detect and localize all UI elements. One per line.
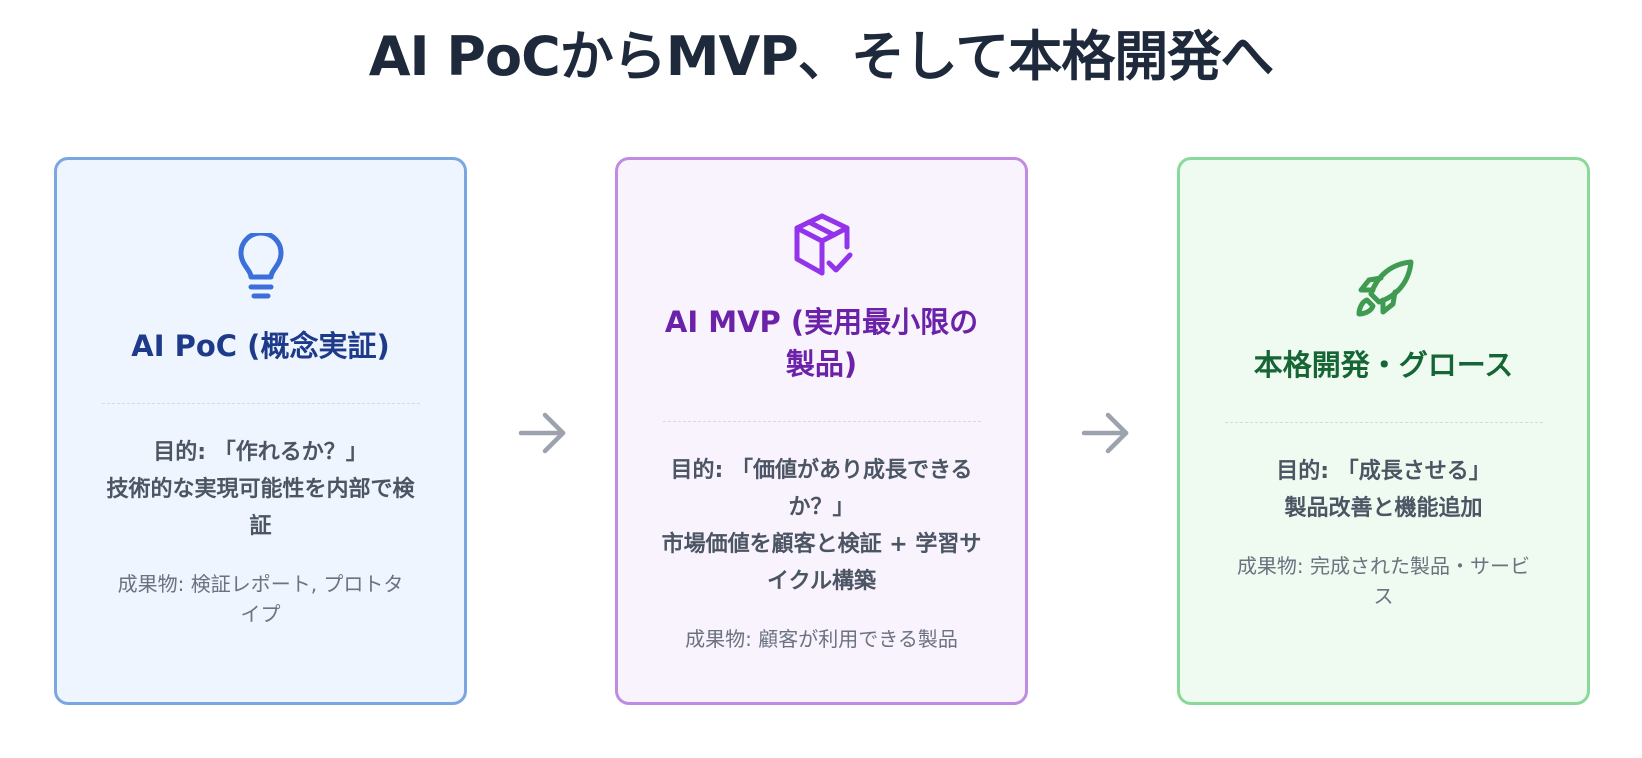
- card-deliverable: 成果物: 検証レポート, プロトタイプ: [117, 572, 404, 626]
- card-deliverable: 成果物: 完成された製品・サービス: [1236, 553, 1531, 608]
- divider: [101, 403, 420, 404]
- stage-card-growth: 本格開発・グロース 目的: 「成長させる」 製品改善と機能追加 成果物: 完成さ…: [1177, 157, 1590, 705]
- rocket-icon: [1347, 252, 1421, 326]
- package-check-icon: [785, 209, 859, 283]
- arrow-right-icon: [515, 405, 571, 461]
- card-heading: 本格開発・グロース: [1253, 347, 1514, 382]
- divider: [1224, 421, 1543, 423]
- stage-card-mvp: AI MVP (実用最小限の製品) 目的: 「価値があり成長できるか？」 市場価…: [615, 157, 1028, 705]
- stage-card-poc: AI PoC (概念実証) 目的: 「作れるか？」 技術的な実現可能性を内部で検…: [54, 157, 467, 705]
- lightbulb-icon: [224, 233, 298, 307]
- page-title: AI PoCからMVP、そして本格開発へ: [368, 25, 1274, 88]
- card-purpose: 目的: 「成長させる」 製品改善と機能追加: [1276, 458, 1491, 521]
- card-heading: AI MVP (実用最小限の製品): [664, 304, 979, 381]
- card-deliverable: 成果物: 顧客が利用できる製品: [685, 626, 958, 651]
- arrow-right-icon: [1078, 405, 1134, 461]
- divider: [662, 420, 981, 422]
- card-purpose: 目的: 「作れるか？」 技術的な実現可能性を内部で検証: [106, 440, 415, 539]
- card-purpose: 目的: 「価値があり成長できるか？」 市場価値を顧客と検証 + 学習サイクル構築: [661, 457, 982, 594]
- card-heading: AI PoC (概念実証): [131, 329, 390, 363]
